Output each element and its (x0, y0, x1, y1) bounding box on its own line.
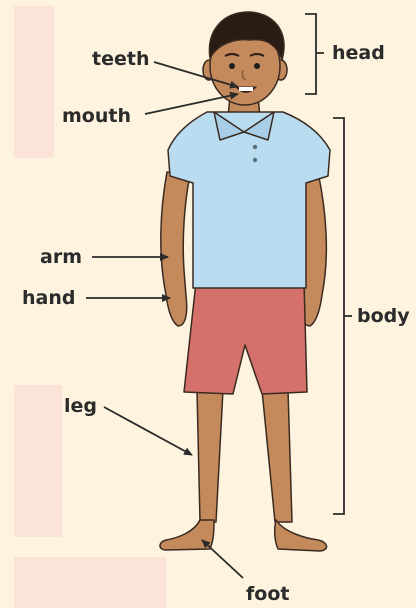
label-teeth: teeth (92, 50, 149, 69)
label-mouth: mouth (62, 107, 131, 126)
head-bracket (305, 14, 324, 94)
foot-arrow (202, 540, 243, 578)
label-leg: leg (64, 397, 97, 416)
shirt (168, 112, 330, 288)
left-leg (197, 390, 223, 522)
label-body: body (357, 307, 410, 326)
leg-arrow (104, 407, 192, 455)
label-hand: hand (22, 289, 75, 308)
right-foot (275, 520, 327, 551)
label-head: head (332, 44, 385, 63)
mouth-arrow (145, 94, 238, 114)
shorts (184, 282, 307, 394)
label-foot: foot (246, 585, 289, 604)
right-leg (262, 390, 292, 522)
left-arm (161, 172, 190, 326)
label-arm: arm (40, 248, 82, 267)
left-foot (160, 520, 214, 550)
body-bracket (333, 118, 352, 514)
